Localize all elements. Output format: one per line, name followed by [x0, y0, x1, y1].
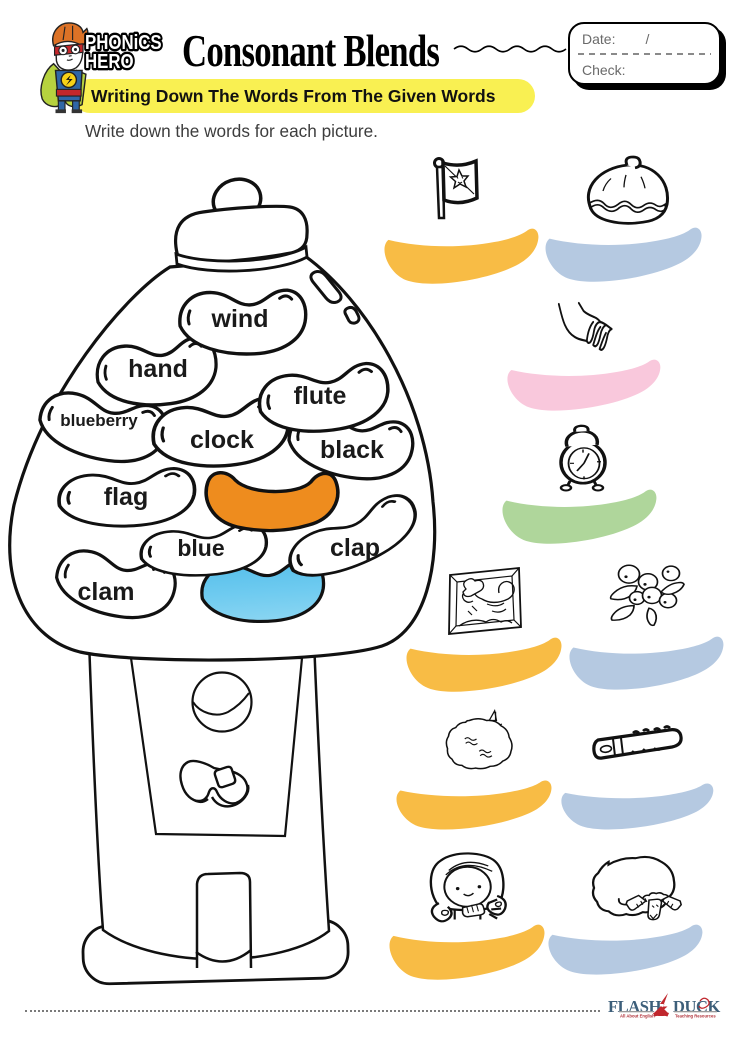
- svg-text:Teaching Resources: Teaching Resources: [675, 1014, 716, 1019]
- svg-text:HERO: HERO: [85, 49, 134, 72]
- svg-text:blue: blue: [177, 535, 224, 561]
- svg-text:blueberry: blueberry: [60, 411, 138, 430]
- svg-text:flag: flag: [104, 483, 148, 511]
- svg-text:PHONiCS: PHONiCS: [85, 30, 162, 53]
- svg-text:flute: flute: [294, 382, 347, 410]
- svg-text:hand: hand: [128, 355, 188, 383]
- svg-text:black: black: [320, 436, 384, 464]
- svg-text:All About English: All About English: [620, 1014, 655, 1019]
- svg-text:clam: clam: [78, 578, 135, 606]
- svg-text:clap: clap: [330, 534, 380, 562]
- svg-text:clock: clock: [190, 426, 254, 454]
- svg-text:wind: wind: [211, 305, 269, 333]
